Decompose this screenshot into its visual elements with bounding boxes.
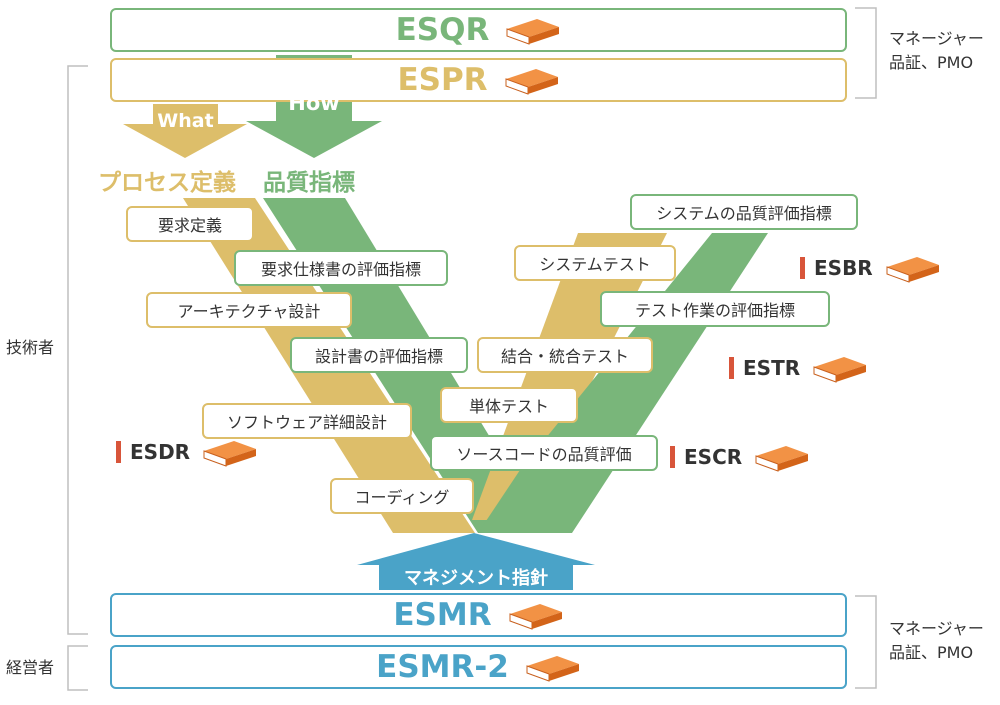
metric-box-source-code: ソースコードの品質評価: [430, 435, 658, 471]
esqr-bar: ESQR: [110, 8, 847, 52]
marker-bar: [729, 357, 734, 379]
what-arrow: [123, 104, 247, 158]
book-icon: [509, 604, 562, 630]
bracket-engineers: [67, 65, 88, 635]
doc-esbr: ESBR: [800, 253, 941, 283]
book-icon: [755, 446, 809, 472]
book-icon: [813, 357, 867, 383]
book-icon: [526, 656, 579, 682]
book-icon: [505, 69, 558, 95]
book-icon: [886, 257, 939, 283]
book-icon: [203, 441, 257, 467]
bracket-managers-top: [855, 7, 877, 99]
managers-bottom-line2: 品証、PMO: [889, 643, 974, 662]
managers-top-line2: 品証、PMO: [889, 53, 974, 72]
doc-esdr-code: ESDR: [130, 440, 191, 464]
process-box-integration-test: 結合・統合テスト: [477, 337, 653, 373]
management-arrow: [357, 533, 595, 590]
marker-bar: [116, 441, 121, 463]
esqr-title: ESQR: [395, 12, 490, 48]
bracket-executives: [67, 645, 88, 691]
marker-bar: [670, 446, 675, 468]
doc-estr: ESTR: [729, 353, 868, 383]
doc-escr: ESCR: [670, 442, 810, 472]
metric-box-design-doc: 設計書の評価指標: [290, 337, 468, 373]
quality-heading: 品質指標: [263, 170, 355, 196]
espr-bar: ESPR: [110, 58, 847, 102]
espr-title: ESPR: [397, 62, 488, 98]
esmr2-title: ESMR-2: [376, 649, 509, 685]
how-label: How: [288, 91, 340, 115]
process-box-detailed-design: ソフトウェア詳細設計: [202, 403, 412, 439]
what-label: What: [157, 110, 214, 132]
doc-esbr-code: ESBR: [814, 256, 873, 280]
management-label: マネジメント指針: [404, 568, 548, 589]
esmr-title: ESMR: [393, 597, 492, 633]
metric-box-system-quality: システムの品質評価指標: [630, 194, 858, 230]
process-box-coding: コーディング: [330, 478, 474, 514]
managers-label-top: マネージャー 品証、PMO: [889, 27, 984, 75]
managers-bottom-line1: マネージャー: [889, 619, 984, 638]
process-box-unit-test: 単体テスト: [440, 387, 578, 423]
engineers-label: 技術者: [6, 338, 55, 357]
process-box-requirements: 要求定義: [126, 206, 254, 242]
executives-label: 経営者: [6, 658, 55, 677]
metric-box-test-work: テスト作業の評価指標: [600, 291, 830, 327]
bracket-managers-bottom: [855, 595, 877, 689]
process-heading: プロセス定義: [98, 170, 236, 196]
process-box-system-test: システムテスト: [514, 245, 676, 281]
esmr-bar: ESMR: [110, 593, 847, 637]
process-box-architecture: アーキテクチャ設計: [146, 292, 352, 328]
esmr2-bar: ESMR-2: [110, 645, 847, 689]
doc-esdr: ESDR: [116, 437, 258, 467]
managers-top-line1: マネージャー: [889, 29, 984, 48]
metric-box-requirements-spec: 要求仕様書の評価指標: [234, 250, 448, 286]
managers-label-bottom: マネージャー 品証、PMO: [889, 617, 984, 665]
book-icon: [506, 19, 560, 45]
marker-bar: [800, 257, 805, 279]
doc-escr-code: ESCR: [684, 445, 743, 469]
doc-estr-code: ESTR: [743, 356, 801, 380]
